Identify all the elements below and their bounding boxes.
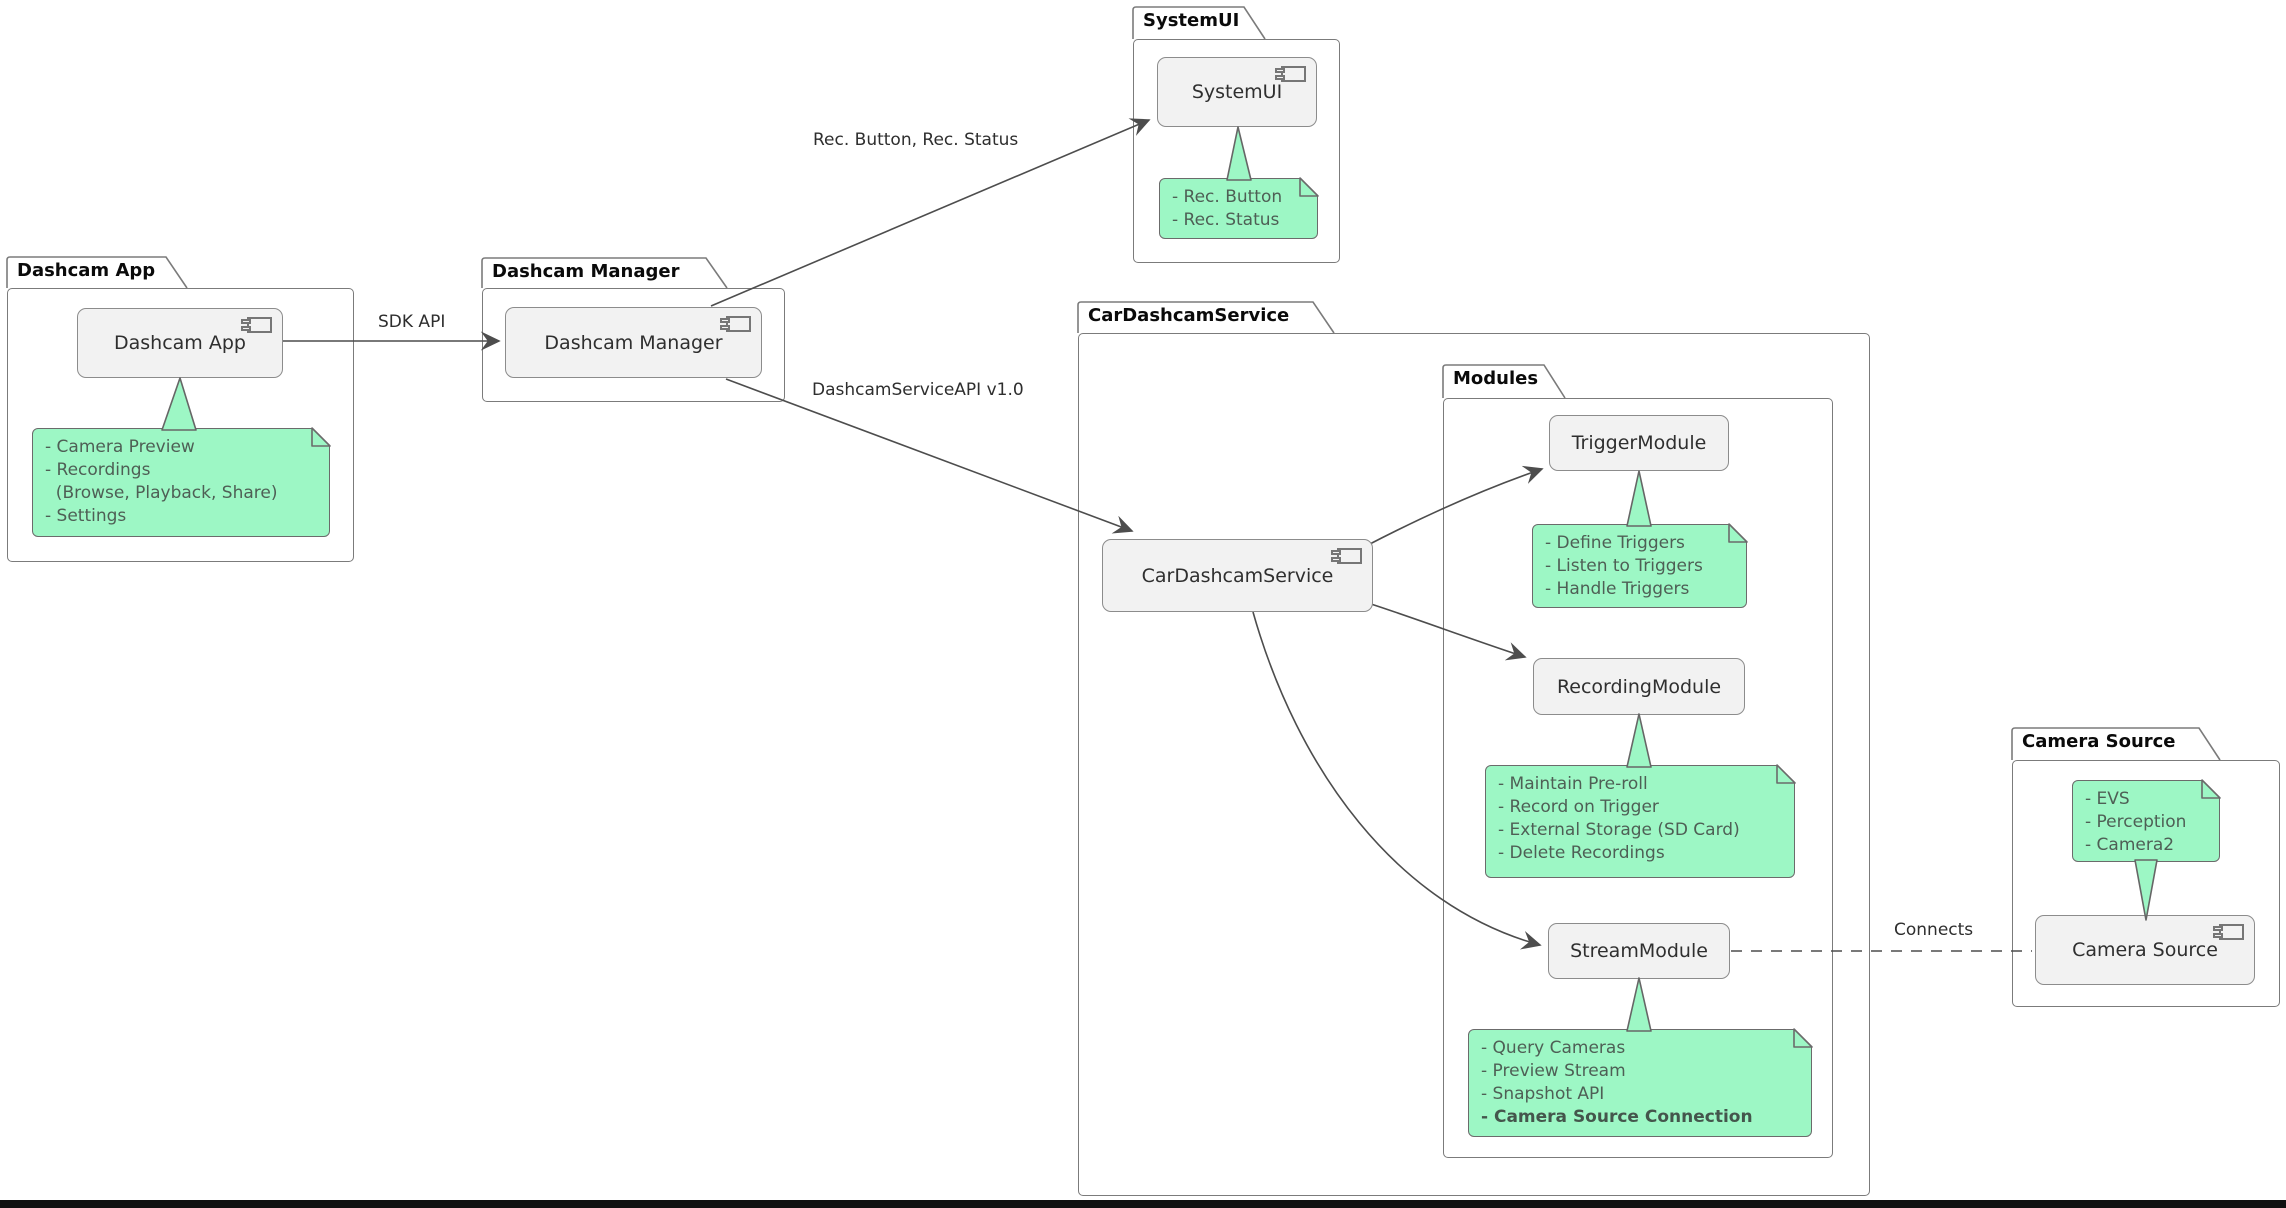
note-recordingmodule: - Maintain Pre-roll - Record on Trigger …	[1485, 765, 1795, 878]
note-line: - Camera Preview	[45, 437, 195, 457]
note-line: - Camera2	[2085, 835, 2175, 855]
note-line: - Settings	[45, 506, 127, 526]
component-label: StreamModule	[1570, 940, 1708, 962]
note-line: - Rec. Button	[1172, 187, 1283, 207]
note-camera-source: - EVS - Perception - Camera2	[2072, 780, 2220, 862]
component-icon	[1275, 66, 1306, 82]
component-icon	[241, 317, 272, 333]
package-title-systemui: SystemUI	[1143, 10, 1240, 31]
component-label: SystemUI	[1191, 81, 1283, 103]
note-line: - Rec. Status	[1172, 210, 1280, 230]
component-dashcam-app: Dashcam App	[77, 308, 283, 378]
package-title-camera-source: Camera Source	[2022, 731, 2176, 752]
bottom-bar	[0, 1200, 2286, 1208]
component-streammodule: StreamModule	[1548, 923, 1730, 979]
package-title-dashcam-manager: Dashcam Manager	[492, 261, 680, 282]
component-cardashcamservice: CarDashcamService	[1102, 539, 1373, 612]
package-title-cardashcamservice: CarDashcamService	[1088, 305, 1290, 326]
package-title-dashcam-app: Dashcam App	[17, 260, 156, 281]
note-systemui: - Rec. Button - Rec. Status	[1159, 178, 1318, 239]
component-icon	[720, 316, 751, 332]
note-line: - Camera Source Connection	[1481, 1107, 1753, 1127]
note-line: - Snapshot API	[1481, 1084, 1605, 1104]
component-label: Camera Source	[2072, 939, 2218, 961]
note-line: - Delete Recordings	[1498, 843, 1665, 863]
component-icon	[1331, 548, 1362, 564]
edge-label-rec-ui: Rec. Button, Rec. Status	[813, 130, 1019, 150]
note-line: - EVS	[2085, 789, 2130, 809]
note-line: - Define Triggers	[1545, 533, 1685, 553]
note-line: (Browse, Playback, Share)	[45, 483, 278, 503]
component-recordingmodule: RecordingModule	[1533, 658, 1745, 715]
note-line: - Handle Triggers	[1545, 579, 1690, 599]
component-triggermodule: TriggerModule	[1549, 415, 1729, 471]
note-line: - Query Cameras	[1481, 1038, 1626, 1058]
note-dashcam-app: - Camera Preview - Recordings (Browse, P…	[32, 428, 330, 537]
component-dashcam-manager: Dashcam Manager	[505, 307, 762, 378]
note-line: - Maintain Pre-roll	[1498, 774, 1648, 794]
package-title-modules: Modules	[1453, 368, 1539, 389]
note-line: - Listen to Triggers	[1545, 556, 1703, 576]
note-line: - Record on Trigger	[1498, 797, 1659, 817]
component-label: Dashcam Manager	[544, 331, 723, 354]
component-label: Dashcam App	[114, 332, 246, 354]
note-triggermodule: - Define Triggers - Listen to Triggers -…	[1532, 524, 1747, 608]
component-label: RecordingModule	[1556, 675, 1722, 698]
component-icon	[2213, 924, 2244, 940]
note-line: - Recordings	[45, 460, 151, 480]
edge-label-sdk-api: SDK API	[378, 312, 446, 332]
note-streammodule: - Query Cameras - Preview Stream - Snaps…	[1468, 1029, 1812, 1137]
edge-label-connects: Connects	[1894, 920, 1974, 940]
component-label: TriggerModule	[1571, 432, 1707, 454]
component-camera-source: Camera Source	[2035, 915, 2255, 985]
edge-label-service-api: DashcamServiceAPI v1.0	[812, 380, 1024, 400]
component-systemui: SystemUI	[1157, 57, 1317, 127]
edge-service-api	[725, 378, 1134, 534]
note-line: - Perception	[2085, 812, 2187, 832]
note-line: - External Storage (SD Card)	[1498, 820, 1740, 840]
note-line: - Preview Stream	[1481, 1061, 1626, 1081]
component-label: CarDashcamService	[1141, 564, 1334, 587]
